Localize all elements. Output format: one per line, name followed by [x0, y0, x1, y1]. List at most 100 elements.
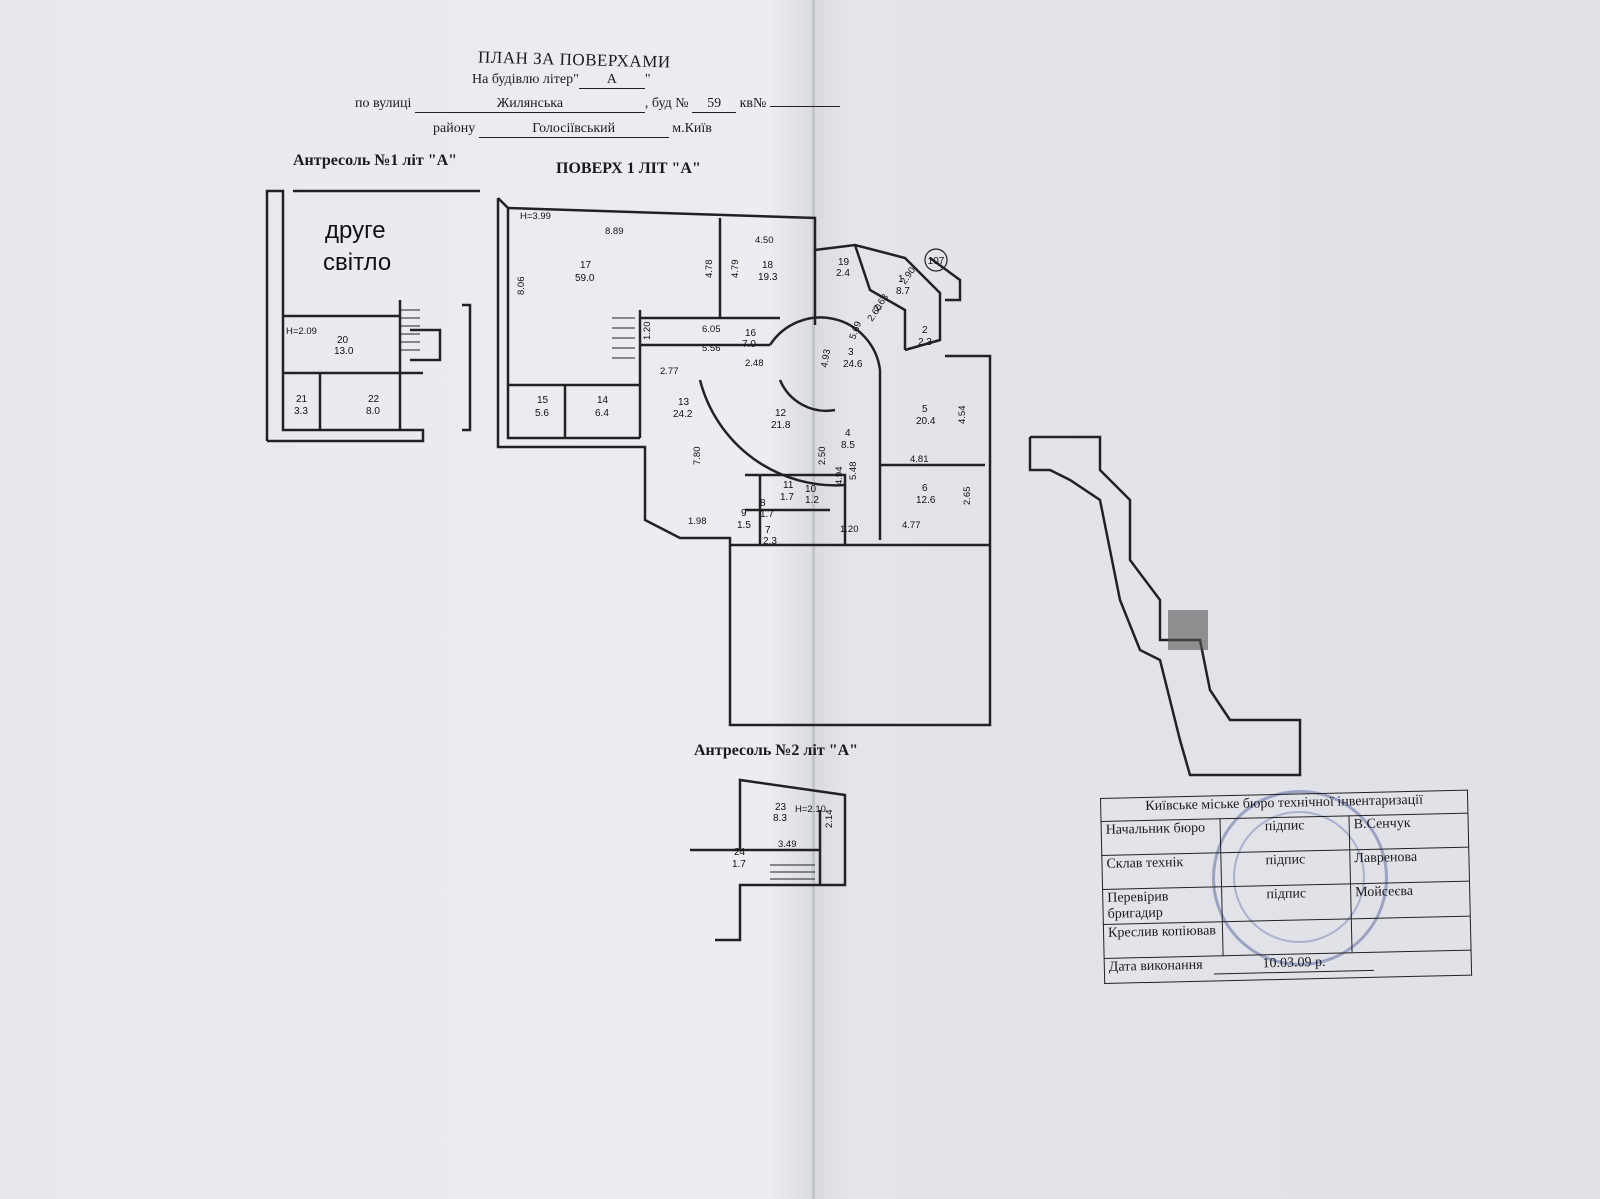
section-floor-1: ПОВЕРХ 1 ЛІТ "А" — [556, 160, 701, 177]
room-22-area: 8.0 — [366, 406, 380, 417]
stamp-signature: підпис — [1221, 883, 1352, 922]
room-13-number: 13 — [678, 397, 690, 408]
room-12-area: 21.8 — [771, 420, 791, 431]
second-light-line-2: світло — [323, 249, 391, 276]
room-1-area: 8.7 — [896, 286, 910, 297]
room-15-area: 5.6 — [535, 408, 549, 419]
room-labels: 20 13.0 21 3.3 22 8.0 17 59.0 18 19.3 19… — [294, 257, 936, 870]
building-suffix: " — [644, 72, 651, 87]
stamp-date-label: Дата виконання — [1108, 957, 1203, 975]
stamp-role: Перевірив бригадир — [1102, 886, 1223, 925]
room-18-number: 18 — [762, 260, 774, 271]
room-6-area: 12.6 — [916, 495, 936, 506]
section-mezzanine-2: Антресоль №2 літ "А" — [694, 742, 859, 759]
paper-fold — [812, 0, 815, 1199]
room-21-number: 21 — [296, 394, 308, 405]
building-line: На будівлю літер"А" — [472, 72, 651, 89]
dim-4-94: 4.94 — [834, 467, 845, 486]
stamp-role: Начальник бюро — [1101, 818, 1221, 856]
stamp-name — [1351, 916, 1472, 953]
room-7-number: 7 — [765, 525, 771, 536]
street-line: по вулиці Жилянська, буд № 59 кв№ — [355, 96, 840, 113]
house-prefix: , буд № — [644, 96, 689, 111]
room-14-number: 14 — [597, 395, 609, 406]
room-23-number: 23 — [775, 802, 787, 813]
room-2-area: 2.3 — [918, 337, 932, 348]
room-10-area: 1.2 — [805, 495, 819, 506]
room-4-number: 4 — [845, 428, 851, 439]
dim-4-93: 4.93 — [819, 348, 833, 368]
room-19-area: 2.4 — [836, 268, 850, 279]
dim-5-69: 5.69 — [847, 320, 864, 341]
district-name: Голосіївський — [478, 121, 669, 138]
dim-4-79: 4.79 — [730, 260, 741, 279]
stamp-name: Мойсеєва — [1350, 881, 1471, 919]
district-line: району Голосіївський м.Київ — [433, 121, 712, 138]
room-13-area: 24.2 — [673, 409, 693, 420]
dim-3-49: 3.49 — [778, 839, 797, 850]
dim-2-50: 2.50 — [817, 447, 828, 466]
marker-label: 107 — [928, 256, 945, 267]
dim-1-20-left: 1.20 — [642, 322, 653, 341]
dim-5-56: 5.56 — [702, 343, 721, 354]
dim-2-77: 2.77 — [660, 366, 679, 377]
room-16-area: 7.0 — [742, 339, 756, 350]
dim-1-20-bottom: 1.20 — [840, 524, 859, 535]
plan-walls — [265, 189, 1302, 942]
floor-height-label: H=3.99 — [520, 211, 551, 222]
dim-4-77: 4.77 — [902, 520, 921, 531]
stamp-date: 10.03.09 р. — [1213, 953, 1375, 975]
stamp-signature — [1222, 918, 1353, 956]
room-10-number: 10 — [805, 484, 817, 495]
room-11-area: 1.7 — [780, 492, 794, 503]
room-4-area: 8.5 — [841, 440, 855, 451]
room-14-area: 6.4 — [595, 408, 609, 419]
room-9-number: 9 — [741, 508, 747, 519]
mezzanine-2-height-label: H=2.10 — [795, 804, 826, 815]
stairs — [400, 309, 815, 880]
hatched-area — [1168, 610, 1208, 650]
stamp-name: В.Сенчук — [1348, 813, 1469, 850]
street-name: Жилянська — [414, 96, 645, 113]
building-prefix: На будівлю літер" — [472, 72, 579, 87]
room-7-area: 2.3 — [763, 536, 777, 547]
marker-circle — [924, 248, 948, 272]
mezzanine-1-height-label: H=2.09 — [286, 326, 317, 337]
room-17-area: 59.0 — [575, 273, 595, 284]
room-5-area: 20.4 — [916, 416, 936, 427]
dim-6-05: 6.05 — [702, 324, 721, 335]
room-1-number: 1 — [898, 274, 904, 285]
room-11-number: 11 — [783, 480, 794, 491]
city: м.Київ — [672, 121, 712, 136]
room-3-number: 3 — [848, 347, 854, 358]
room-6-number: 6 — [922, 483, 928, 494]
room-8-area: 1.7 — [760, 509, 774, 520]
room-20-number: 20 — [337, 335, 349, 346]
street-prefix: по вулиці — [355, 96, 412, 111]
room-24-area: 1.7 — [732, 859, 746, 870]
dim-4-50: 4.50 — [755, 235, 774, 246]
dim-1-98: 1.98 — [688, 516, 707, 527]
dim-4-54: 4.54 — [957, 406, 968, 425]
room-2-number: 2 — [922, 325, 928, 336]
apartment-number — [769, 106, 840, 107]
room-22-number: 22 — [368, 394, 380, 405]
room-5-number: 5 — [922, 404, 928, 415]
room-16-number: 16 — [745, 328, 757, 339]
second-light-line-1: друге — [325, 217, 386, 244]
section-mezzanine-1: Антресоль №1 літ "А" — [293, 152, 458, 169]
dim-5-48: 5.48 — [848, 462, 859, 481]
room-19-number: 19 — [838, 257, 850, 268]
dim-8-06: 8.06 — [516, 277, 527, 296]
room-3-area: 24.6 — [843, 359, 863, 370]
dim-2-48: 2.48 — [745, 358, 764, 369]
dim-4-81: 4.81 — [910, 454, 929, 465]
room-17-number: 17 — [580, 260, 592, 271]
dim-2-14: 2.14 — [824, 810, 835, 829]
dim-4-78: 4.78 — [704, 260, 715, 279]
house-number: 59 — [692, 96, 737, 113]
stamp-signature: підпис — [1220, 849, 1351, 887]
stamp-name: Лавренова — [1349, 847, 1470, 884]
room-24-number: 24 — [734, 847, 746, 858]
building-letter: А — [578, 72, 645, 89]
